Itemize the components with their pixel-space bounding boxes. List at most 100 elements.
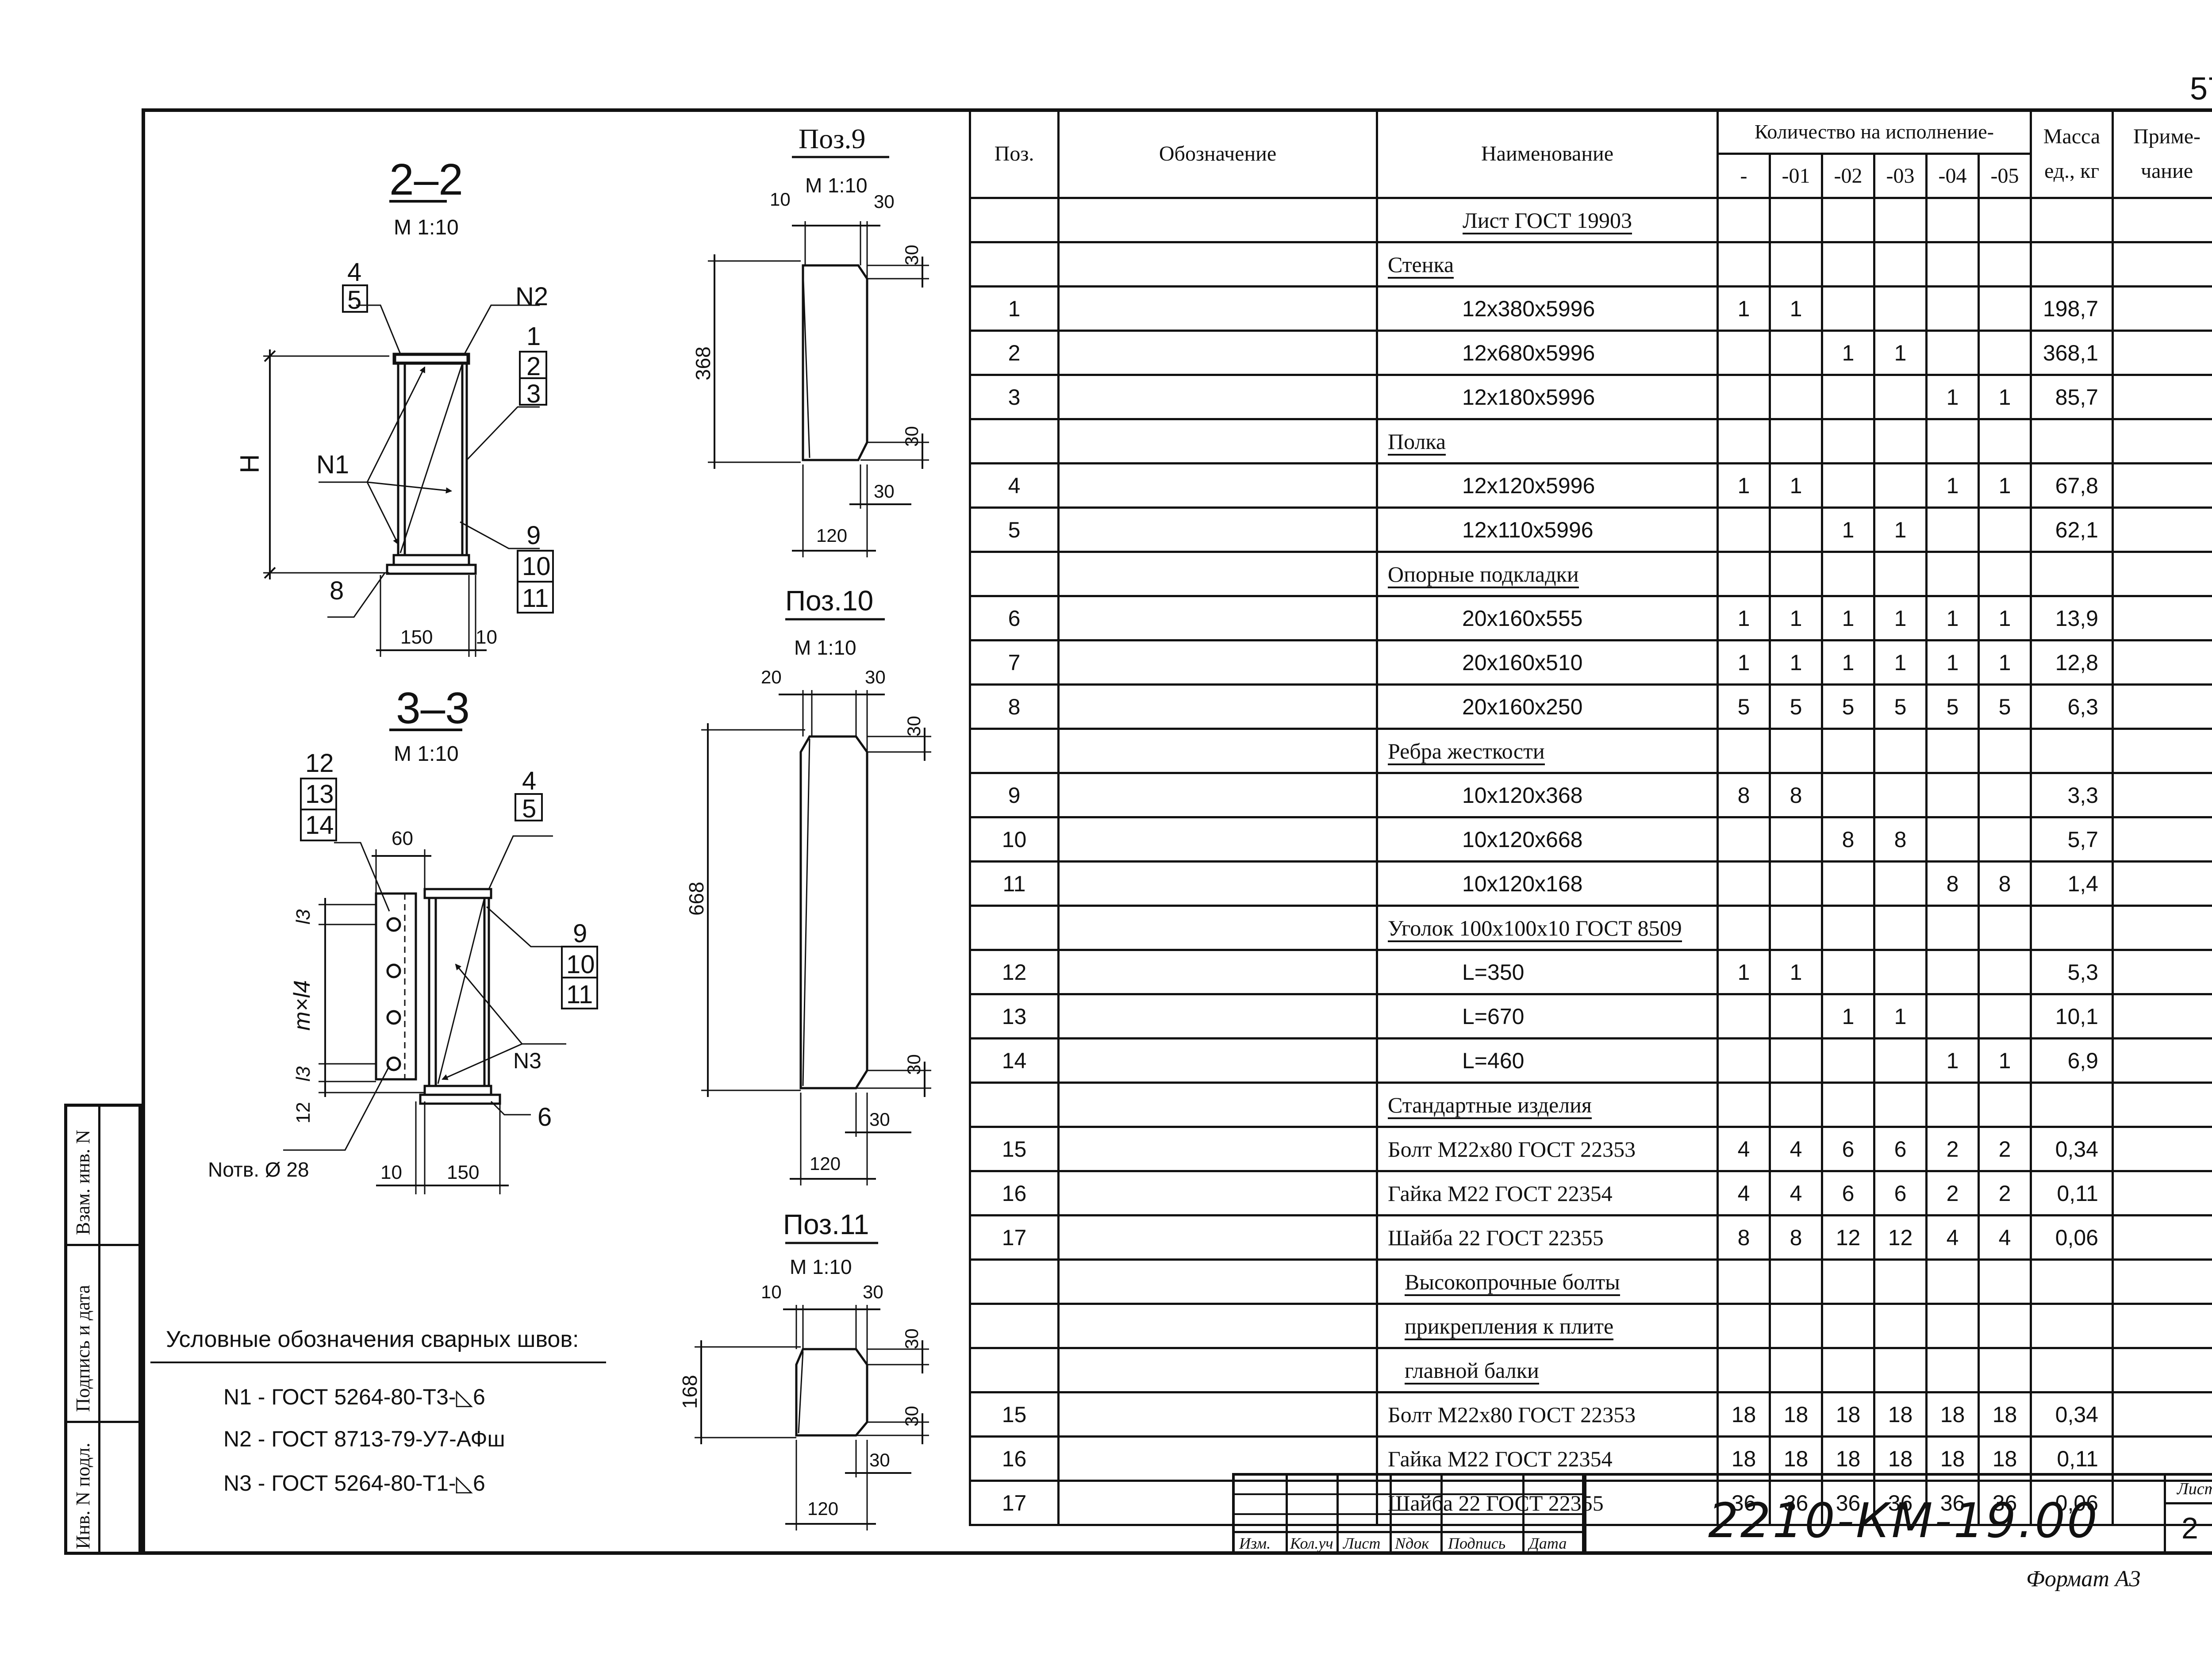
cell-mass — [2030, 728, 2114, 774]
cell-qty: 36 — [1978, 1480, 2032, 1526]
cell-name-text: главной балки — [1405, 1358, 1539, 1385]
cell-pos-text: 15 — [1002, 1136, 1027, 1162]
cell-mass — [2030, 197, 2114, 243]
specification-table: Поз. Обозначение Наименование Количество… — [969, 108, 2212, 1526]
cell-pos-text: 14 — [1002, 1048, 1027, 1073]
cell-qty-text: 1 — [1894, 1004, 1907, 1029]
cell-qty: 8 — [1978, 860, 2032, 907]
cell-qty — [1821, 1258, 1875, 1305]
cell-qty-text: 2 — [1998, 1181, 2011, 1206]
label-3-3-12: 12 — [305, 749, 334, 778]
cell-qty-text: 8 — [1946, 871, 1959, 896]
cell-designation — [1057, 1391, 1378, 1438]
cell-mass-text: 198,7 — [2043, 296, 2098, 321]
cell-qty — [1769, 905, 1823, 951]
cell-pos-text: 17 — [1002, 1490, 1027, 1515]
cell-qty-text: 1 — [1998, 606, 2011, 631]
cell-qty — [1925, 772, 1980, 818]
cell-designation — [1057, 1170, 1378, 1216]
cell-qty — [1978, 285, 2032, 332]
cell-designation — [1057, 1037, 1378, 1084]
cell-qty: 18 — [1873, 1391, 1928, 1438]
cell-mass: 5,3 — [2030, 949, 2114, 995]
cell-qty-text: 18 — [1731, 1402, 1756, 1427]
cell-qty — [1925, 1082, 1980, 1128]
cell-qty — [1717, 1258, 1771, 1305]
cell-qty-text: 4 — [1790, 1136, 1802, 1162]
cell-qty-text: 8 — [1894, 827, 1907, 852]
cell-mass — [2030, 1347, 2114, 1393]
cell-qty-text: 2 — [1998, 1136, 2011, 1162]
label-3-3-14: 14 — [305, 811, 334, 840]
cell-qty: 1 — [1873, 595, 1928, 641]
cell-note — [2112, 1126, 2212, 1172]
cell-name: 10х120х368 — [1376, 772, 1719, 818]
cell-pos — [969, 197, 1060, 243]
cell-qty — [1821, 1037, 1875, 1084]
cell-name: Стандартные изделия — [1376, 1082, 1719, 1128]
cell-qty — [1769, 1303, 1823, 1349]
cell-qty — [1769, 418, 1823, 464]
cell-note — [2112, 816, 2212, 863]
cell-qty: 4 — [1717, 1126, 1771, 1172]
cell-name-text: 20х160х555 — [1462, 606, 1583, 631]
pos9-dim-30-bot: 30 — [874, 481, 895, 502]
cell-qty — [1925, 197, 1980, 243]
cell-name-text: Гайка М22 ГОСТ 22354 — [1388, 1181, 1613, 1206]
cell-qty — [1925, 816, 1980, 863]
cell-qty — [1873, 905, 1928, 951]
cell-mass: 62,1 — [2030, 506, 2114, 553]
pos10-dim-30-r2: 30 — [903, 1054, 924, 1075]
cell-designation — [1057, 285, 1378, 332]
cell-name: 20х160х250 — [1376, 683, 1719, 730]
cell-qty: 5 — [1925, 683, 1980, 730]
cell-mass-text: 0,34 — [2055, 1402, 2098, 1427]
cell-qty: 2 — [1978, 1170, 2032, 1216]
cell-qty-text: 36 — [1783, 1490, 1809, 1515]
pos11-drawing — [695, 1242, 929, 1530]
cell-note — [2112, 1214, 2212, 1261]
cell-qty-text: 1 — [1790, 959, 1802, 985]
cell-qty-text: 1 — [1790, 473, 1802, 498]
tb-label-kol: Кол.уч — [1290, 1534, 1333, 1552]
cell-qty — [1769, 1037, 1823, 1084]
label-3-3-holes: Nотв. Ø 28 — [208, 1158, 309, 1181]
section-2-2-scale: М 1:10 — [394, 216, 459, 239]
cell-qty-text: 6 — [1894, 1136, 1907, 1162]
label-2-2-1: 1 — [526, 322, 541, 351]
cell-qty: 12 — [1821, 1214, 1875, 1261]
cell-name: 12х380х5996 — [1376, 285, 1719, 332]
cell-qty: 5 — [1873, 683, 1928, 730]
cell-name-text: 12х180х5996 — [1462, 384, 1595, 410]
cell-qty-text: 1 — [1998, 473, 2011, 498]
pos11-dim-30-bot: 30 — [869, 1450, 890, 1470]
cell-pos — [969, 905, 1060, 951]
cell-qty — [1873, 1347, 1928, 1393]
cell-qty-text: 5 — [1790, 694, 1802, 719]
cell-qty-text: 8 — [1790, 1225, 1802, 1250]
cell-designation — [1057, 241, 1378, 288]
table-row: Уголок 100х100х10 ГОСТ 8509 — [969, 905, 2212, 951]
cell-designation — [1057, 197, 1378, 243]
cell-qty-text: 2 — [1946, 1136, 1959, 1162]
cell-qty — [1873, 418, 1928, 464]
cell-note — [2112, 285, 2212, 332]
cell-qty: 1 — [1821, 330, 1875, 376]
header-variant: - — [1717, 153, 1771, 199]
label-2-2-8: 8 — [330, 576, 344, 605]
cell-mass-text: 0,06 — [2055, 1225, 2098, 1250]
cell-pos: 17 — [969, 1480, 1060, 1526]
cell-note — [2112, 418, 2212, 464]
cell-qty-text: 4 — [1737, 1181, 1750, 1206]
label-2-2-4: 4 — [347, 258, 361, 287]
cell-qty: 1 — [1925, 639, 1980, 686]
label-3-3-6: 6 — [538, 1103, 552, 1132]
tb-label-ndok: Nдок — [1395, 1534, 1429, 1552]
cell-qty — [1978, 241, 2032, 288]
cell-name-text: L=460 — [1462, 1048, 1525, 1073]
